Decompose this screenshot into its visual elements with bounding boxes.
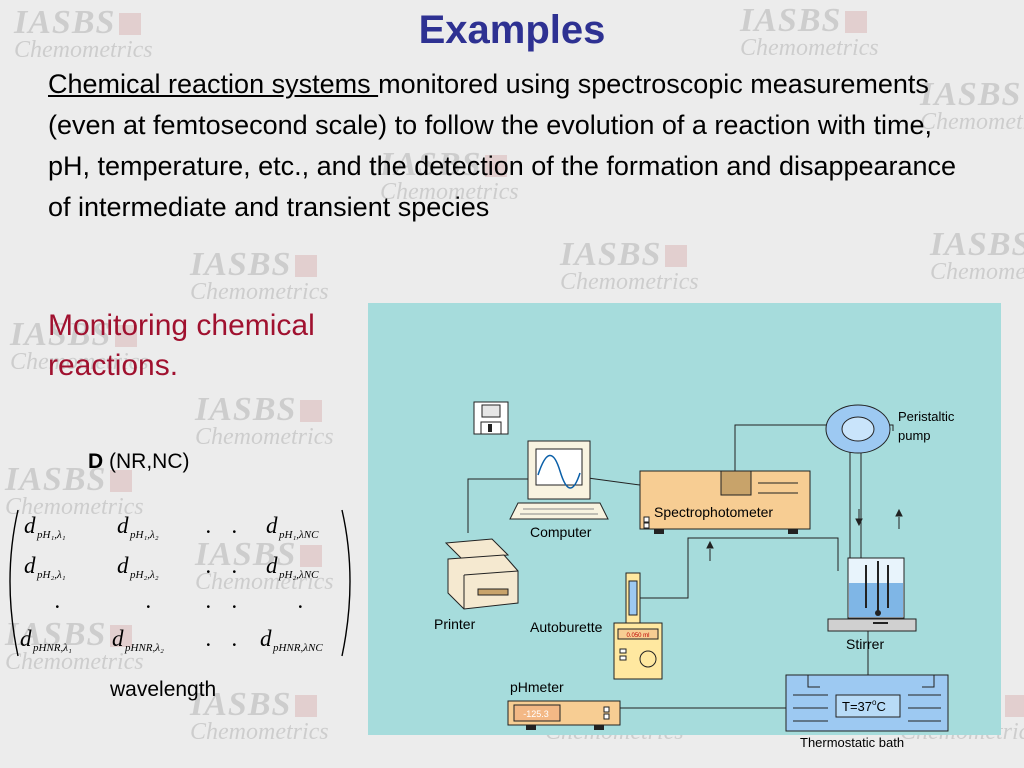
matrix-entry-d: d xyxy=(112,626,124,651)
computer-label: Computer xyxy=(530,524,592,540)
computer-icon xyxy=(509,440,609,520)
peristaltic-pump-label-line2: pump xyxy=(898,428,931,443)
matrix-subscript: pH₂,λ₁ xyxy=(36,569,66,581)
phmeter-label: pHmeter xyxy=(510,679,564,695)
arrow-up-icon xyxy=(895,508,903,517)
matrix-subscript: pHNR,λ₂ xyxy=(124,642,164,654)
matrix-dot: . xyxy=(232,553,238,578)
matrix-subscript: pH₁,λNC xyxy=(278,529,319,541)
phmeter-icon xyxy=(507,700,621,730)
autoburette-icon xyxy=(613,572,663,680)
matrix-dot: . xyxy=(232,626,238,651)
flow-arrows xyxy=(706,508,903,561)
printer-icon xyxy=(444,538,519,610)
matrix-subscript: pH₂,λNC xyxy=(278,569,319,581)
peristaltic-pump-label-line1: Peristaltic xyxy=(898,409,955,424)
matrix-dot: . xyxy=(232,513,238,538)
matrix-right-paren xyxy=(341,509,351,657)
matrix-subscript: pHNR,λNC xyxy=(272,642,323,654)
phmeter-display: -125.3 xyxy=(523,709,549,719)
thermostatic-bath-icon xyxy=(785,674,949,732)
apparatus-diagram: Computer Printer Spectrophotometer Peris… xyxy=(368,303,1001,750)
matrix-subscript: pH₁,λ₁ xyxy=(36,529,66,541)
matrix-entry-d: d xyxy=(266,513,278,538)
matrix-entry-d: d xyxy=(24,553,36,578)
intro-text: monitored using spectroscopic measuremen… xyxy=(48,69,957,222)
computer-to-spectro-line xyxy=(587,477,641,486)
matrix-label: D (NR,NC) xyxy=(88,450,190,474)
data-matrix: d pH₁,λ₁ d pH₁,λ₂ . . d pH₁,λNC d pH₂,λ₁… xyxy=(9,509,351,657)
matrix-dot: . xyxy=(206,553,212,578)
arrow-down-icon xyxy=(855,518,863,527)
matrix-column-label: wavelength xyxy=(110,678,217,701)
spectrophotometer-icon xyxy=(639,470,811,534)
matrix-symbol: D xyxy=(88,450,104,473)
reaction-vessel-icon xyxy=(847,557,905,619)
matrix-dot: . xyxy=(55,588,61,613)
slide-title: Examples xyxy=(418,8,606,52)
autoburette-display: 0.050 ml xyxy=(626,633,649,639)
matrix-left-paren xyxy=(9,509,19,657)
thermostatic-bath-label: Thermostatic bath xyxy=(800,735,904,750)
matrix-dot: . xyxy=(298,588,304,613)
pump-to-spectro-line xyxy=(734,424,894,471)
peristaltic-pump-icon xyxy=(825,404,891,454)
intro-underlined-phrase: Chemical reaction systems xyxy=(48,69,379,99)
printer-label: Printer xyxy=(434,616,476,632)
monitoring-heading: Monitoring chemical reactions. xyxy=(48,309,315,382)
matrix-entry-d: d xyxy=(117,513,129,538)
computer-to-printer-line xyxy=(467,478,528,533)
bath-temperature: T=37oC xyxy=(842,698,886,714)
matrix-dot: . xyxy=(146,588,152,613)
intro-paragraph: Chemical reaction systems monitored usin… xyxy=(48,64,978,228)
matrix-dot: . xyxy=(206,588,212,613)
stirrer-icon xyxy=(827,618,917,632)
autoburette-tube xyxy=(640,537,839,599)
matrix-dot: . xyxy=(232,588,238,613)
matrix-dimensions: (NR,NC) xyxy=(103,450,190,473)
matrix-entry-d: d xyxy=(24,513,36,538)
arrow-up-icon xyxy=(706,540,714,549)
matrix-dot: . xyxy=(206,626,212,651)
matrix-entry-d: d xyxy=(260,626,272,651)
matrix-subscript: pH₁,λ₂ xyxy=(129,529,159,541)
matrix-entry-d: d xyxy=(20,626,32,651)
spectrophotometer-label: Spectrophotometer xyxy=(654,504,773,520)
matrix-subscript: pH₂,λ₂ xyxy=(129,569,159,581)
matrix-entry-d: d xyxy=(117,553,129,578)
stirrer-label: Stirrer xyxy=(846,636,884,652)
floppy-disk-icon xyxy=(473,401,509,435)
matrix-entry-d: d xyxy=(266,553,278,578)
matrix-subscript: pHNR,λ₁ xyxy=(32,642,72,654)
matrix-dot: . xyxy=(206,513,212,538)
autoburette-label: Autoburette xyxy=(530,619,603,635)
